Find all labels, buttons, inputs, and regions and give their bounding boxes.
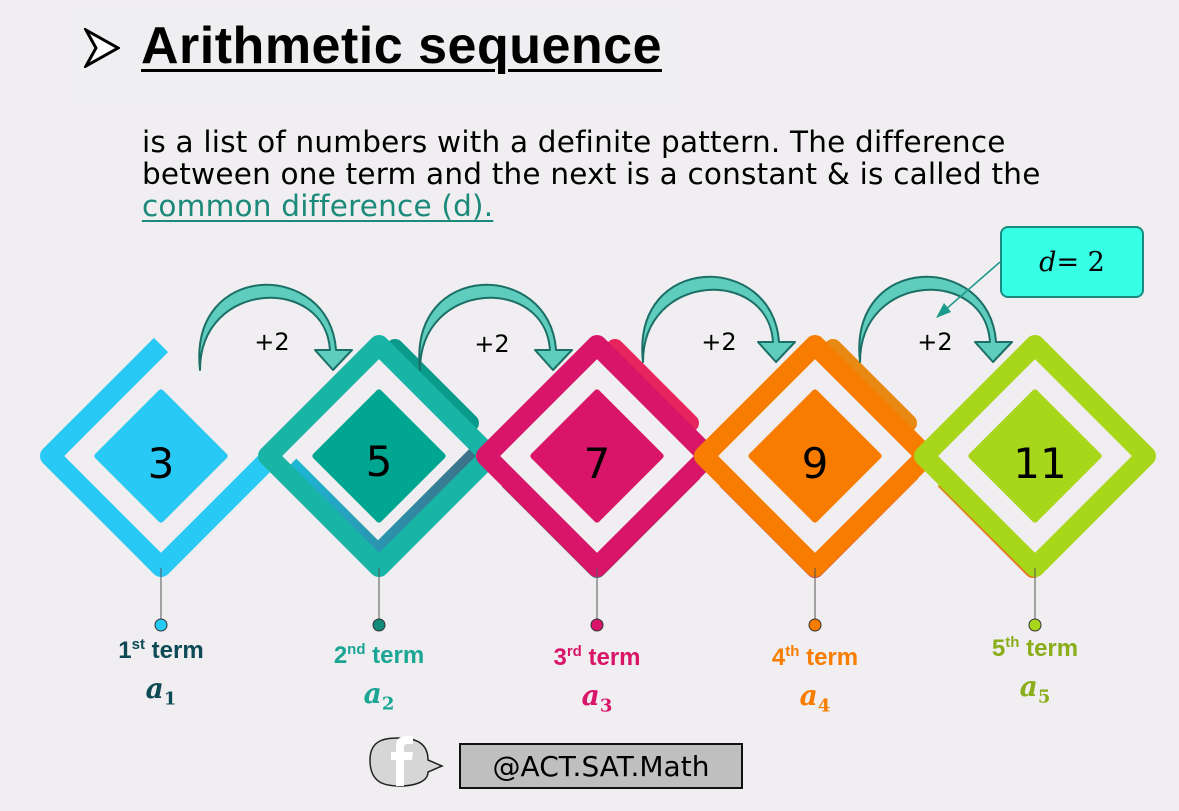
term-ordinal-2: 2 — [333, 642, 348, 669]
term-symbol-letter-5: a — [1019, 670, 1038, 703]
term-ordinal-1: 1 — [118, 637, 132, 664]
term-word-1: term — [145, 637, 204, 664]
term-diamond-3 — [476, 335, 718, 577]
term-symbol-letter-4: a — [799, 679, 818, 712]
term-symbol-letter-3: a — [581, 679, 600, 712]
term-label-1: 1st term — [61, 636, 261, 665]
term-symbol-index-5: 5 — [1037, 686, 1051, 708]
social-handle[interactable]: @ACT.SAT.Math — [459, 743, 743, 789]
page-title: Arithmetic sequence — [141, 17, 662, 75]
term-diamond-4 — [694, 335, 936, 577]
term-label-3: 3rd term — [497, 643, 697, 672]
step-arrow-3 — [641, 275, 796, 363]
step-label-1: +2 — [254, 328, 289, 356]
term-symbol-letter-1: a — [145, 672, 164, 705]
term-symbol-2: a2 — [329, 677, 429, 715]
facebook-icon[interactable] — [369, 736, 444, 787]
term-dot-3 — [590, 618, 604, 632]
term-diamond-2 — [258, 335, 500, 577]
term-word-3: term — [581, 644, 641, 671]
difference-value: = 2 — [1056, 246, 1105, 278]
term-suffix-3: rd — [566, 643, 582, 660]
title-backdrop — [76, 8, 676, 104]
term-suffix-1: st — [131, 636, 145, 653]
step-arrow-1 — [198, 283, 353, 371]
common-difference-box: d = 2 — [1000, 226, 1144, 298]
term-symbol-letter-2: a — [363, 677, 382, 710]
term-symbol-4: a4 — [765, 679, 865, 717]
term-value-3: 7 — [584, 439, 611, 488]
term-suffix-2: nd — [347, 641, 366, 658]
term-diamond-1 — [40, 337, 280, 577]
definition-text: is a list of numbers with a definite pat… — [142, 126, 1082, 222]
term-dot-1 — [154, 618, 168, 632]
term-ordinal-4: 4 — [771, 644, 786, 671]
term-value-5: 11 — [1013, 439, 1066, 488]
definition-line-2: between one term and the next is a const… — [142, 157, 1041, 191]
term-symbol-1: a1 — [111, 672, 211, 710]
step-label-4: +2 — [917, 328, 952, 356]
term-dot-2 — [372, 618, 386, 632]
term-stems — [160, 568, 1036, 620]
term-ordinal-5: 5 — [991, 635, 1006, 662]
term-symbol-index-2: 2 — [381, 693, 395, 715]
term-symbol-index-3: 3 — [599, 695, 613, 717]
term-symbol-index-1: 1 — [163, 688, 177, 710]
term-value-1: 3 — [148, 439, 175, 488]
term-word-4: term — [799, 644, 859, 671]
step-label-2: +2 — [474, 330, 509, 358]
step-arrow-4 — [858, 275, 1013, 363]
definition-line-1: is a list of numbers with a definite pat… — [142, 125, 1006, 159]
term-word-5: term — [1019, 635, 1079, 662]
term-label-2: 2nd term — [279, 641, 479, 670]
step-arrow-2 — [418, 283, 573, 371]
term-suffix-5: th — [1005, 634, 1020, 651]
term-label-5: 5th term — [935, 634, 1135, 663]
term-ordinal-3: 3 — [553, 644, 567, 671]
common-difference-link[interactable]: common difference (d). — [142, 189, 494, 223]
difference-pointer — [936, 261, 1001, 318]
step-label-3: +2 — [701, 328, 736, 356]
arrow-bullet-icon — [84, 28, 120, 68]
term-suffix-4: th — [785, 643, 800, 660]
term-diamond-5 — [914, 335, 1156, 577]
difference-variable: d — [1039, 246, 1057, 278]
term-symbol-5: a5 — [985, 670, 1085, 708]
term-value-4: 9 — [802, 439, 829, 488]
term-dot-5 — [1028, 618, 1042, 632]
term-word-2: term — [365, 642, 425, 669]
term-label-4: 4th term — [715, 643, 915, 672]
term-value-2: 5 — [366, 437, 393, 486]
term-dot-4 — [808, 618, 822, 632]
term-symbol-3: a3 — [547, 679, 647, 717]
term-symbol-index-4: 4 — [817, 695, 831, 717]
